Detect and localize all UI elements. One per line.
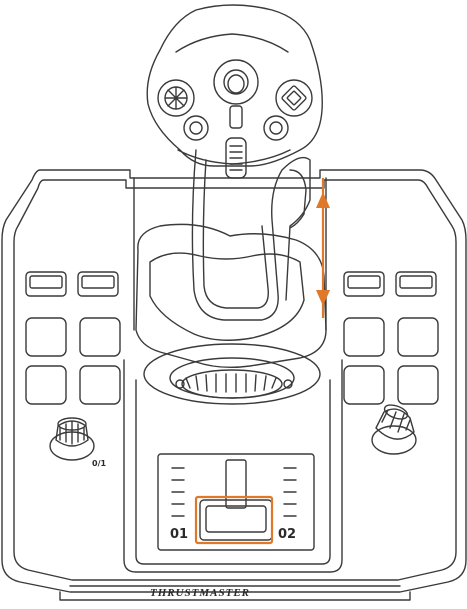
stick-shaft	[191, 149, 311, 321]
head-wheel[interactable]	[225, 137, 247, 179]
left-button-4[interactable]	[79, 365, 121, 405]
head-button-right[interactable]	[263, 115, 289, 141]
right-button-3[interactable]	[343, 365, 385, 405]
brand-logo: THRUSTMASTER	[150, 587, 250, 599]
stick-head	[146, 4, 323, 167]
left-rocker-1[interactable]	[25, 271, 67, 297]
right-knob[interactable]	[371, 402, 417, 455]
left-knob[interactable]	[49, 417, 95, 461]
head-button-left[interactable]	[183, 115, 209, 141]
left-button-2[interactable]	[79, 317, 121, 357]
right-button-4[interactable]	[397, 365, 439, 405]
hat-left[interactable]	[157, 79, 195, 117]
hat-center[interactable]	[213, 59, 259, 105]
throttle-slider-panel	[157, 453, 315, 551]
slider-label-left: 01	[170, 527, 188, 542]
gimbal-base	[143, 343, 321, 405]
slider-track	[225, 459, 247, 509]
right-rocker-1[interactable]	[343, 271, 385, 297]
double-headed-arrow-icon	[316, 178, 330, 318]
center-plate	[123, 177, 343, 573]
highlight-rectangle-icon	[194, 495, 274, 545]
left-rocker-2[interactable]	[77, 271, 119, 297]
left-button-1[interactable]	[25, 317, 67, 357]
slider-label-right: 02	[278, 527, 296, 542]
head-center-key[interactable]	[229, 105, 243, 129]
right-rocker-2[interactable]	[395, 271, 437, 297]
knob-label: 0/1	[92, 459, 106, 468]
right-button-cluster	[343, 271, 439, 405]
right-button-1[interactable]	[343, 317, 385, 357]
left-button-cluster	[25, 271, 121, 405]
base-body	[1, 169, 467, 601]
hat-right[interactable]	[275, 79, 313, 117]
left-button-3[interactable]	[25, 365, 67, 405]
right-button-2[interactable]	[397, 317, 439, 357]
stick-boot	[135, 223, 327, 369]
